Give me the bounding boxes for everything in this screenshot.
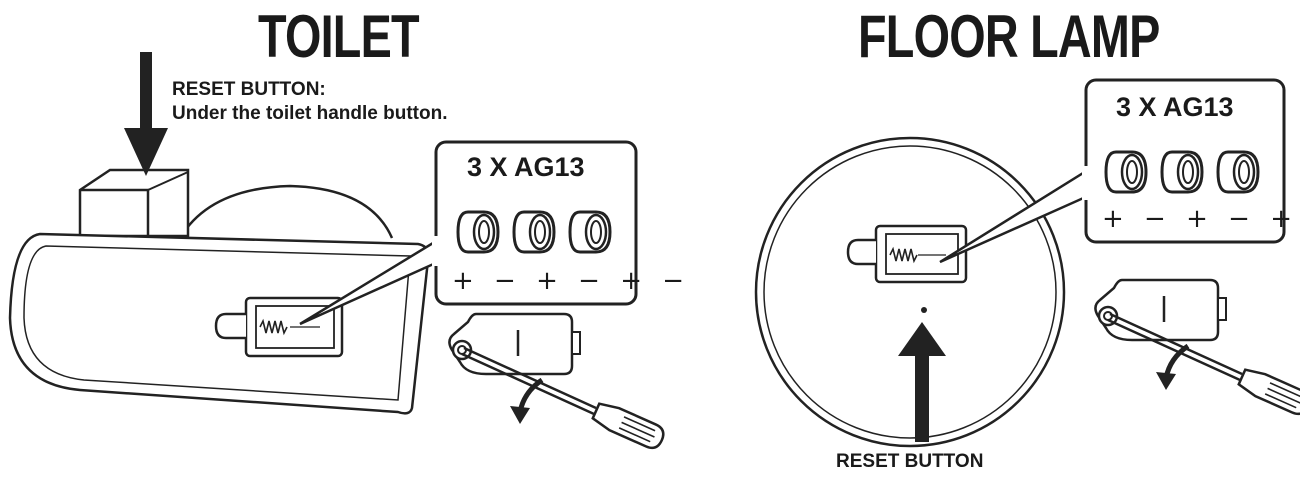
toilet-polarity: + − + − + − <box>452 266 691 296</box>
lamp-battery-spec: 3 X AG13 <box>1116 92 1234 122</box>
lamp-polarity: + − + − + − <box>1102 204 1300 234</box>
screwdriver-icon <box>1095 280 1300 417</box>
toilet-battery-spec: 3 X AG13 <box>467 152 585 182</box>
battery-cell-icon <box>1160 150 1204 194</box>
floor-lamp-title: FLOOR LAMP <box>858 3 1160 70</box>
lamp-battery-compartment <box>846 224 968 284</box>
screwdriver-icon <box>449 314 666 451</box>
battery-cell-icon <box>456 210 500 254</box>
up-arrow-icon <box>898 322 946 442</box>
reset-button-dot <box>921 307 927 313</box>
toilet-reset-note: RESET BUTTON: Under the toilet handle bu… <box>172 78 447 126</box>
toilet-handle-button <box>78 168 190 238</box>
toilet-battery-callout <box>299 140 638 326</box>
battery-cell-icon <box>568 210 612 254</box>
toilet-title: TOILET <box>258 3 420 70</box>
floor-lamp-illustration <box>754 78 1300 448</box>
down-arrow-icon <box>124 52 168 176</box>
toilet-reset-label: RESET BUTTON: <box>172 79 326 100</box>
lamp-reset-label: RESET BUTTON <box>836 451 984 472</box>
battery-cell-icon <box>512 210 556 254</box>
toilet-illustration <box>8 52 667 451</box>
lamp-battery-callout <box>939 78 1286 264</box>
battery-cell-icon <box>1104 150 1148 194</box>
battery-cell-icon <box>1216 150 1260 194</box>
toilet-reset-detail: Under the toilet handle button. <box>172 103 448 124</box>
